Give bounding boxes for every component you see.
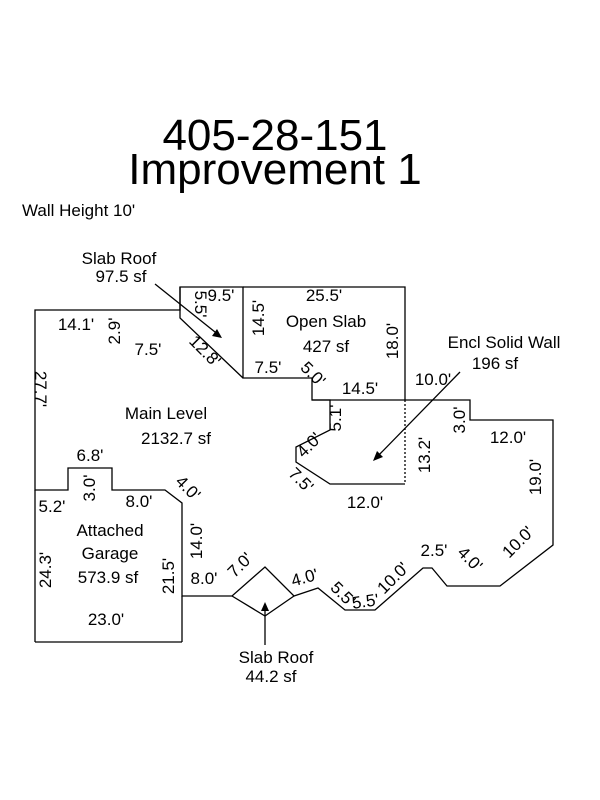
encl-solid-wall-area: 196 sf: [472, 354, 519, 373]
dim-label: 14.0': [187, 523, 206, 559]
slab-roof-top-name: Slab Roof: [82, 249, 157, 268]
dim-label: 14.1': [58, 315, 94, 334]
dim-label: 23.0': [88, 610, 124, 629]
dim-label: 4.0': [293, 429, 325, 461]
dim-label: 14.5': [342, 379, 378, 398]
garage-name-line-2: Garage: [82, 544, 139, 563]
dim-label: 7.5': [285, 464, 317, 496]
encl-solid-wall-outline: [295, 399, 405, 485]
dim-label: 3.0': [80, 475, 99, 502]
dim-label: 8.0': [126, 492, 153, 511]
slab-roof-top-area: 97.5 sf: [95, 267, 146, 286]
dim-label: 7.5': [135, 340, 162, 359]
bottom-slab-roof-outline: [231, 595, 295, 617]
dim-label: 25.5': [306, 286, 342, 305]
dim-label: 24.3': [36, 552, 55, 588]
encl-solid-wall-name: Encl Solid Wall: [448, 333, 561, 352]
slab-roof-top-arrowhead: [212, 329, 222, 338]
open-slab-area: 427 sf: [303, 337, 350, 356]
dim-label: 5.2': [39, 497, 66, 516]
improvement-title: Improvement 1: [128, 145, 421, 194]
dim-label: 5.0': [297, 358, 329, 390]
main-level-area: 2132.7 sf: [141, 429, 211, 448]
dim-label: 14.5': [249, 300, 268, 336]
dim-label: 10.0': [499, 523, 538, 562]
garage-name-line-1: Attached: [76, 521, 143, 540]
open-slab-name: Open Slab: [286, 312, 366, 331]
dim-label: 10.0': [415, 370, 451, 389]
dim-label: 2.5': [421, 541, 448, 560]
encl-leader: [375, 371, 461, 459]
garage-area: 573.9 sf: [78, 568, 139, 587]
main-level-name: Main Level: [125, 404, 207, 423]
dim-label: 12.0': [490, 428, 526, 447]
open-slab-outline: [243, 286, 406, 400]
dim-label: 19.0': [526, 459, 545, 495]
slab-roof-bottom-arrowhead: [261, 602, 269, 611]
dim-label: 18.0': [383, 323, 402, 359]
wall-height-label: Wall Height 10': [22, 201, 135, 220]
dim-label: 5.5': [351, 590, 380, 613]
dim-label: 10.0': [374, 559, 413, 598]
dim-label: 4.0': [289, 565, 320, 590]
main-level-outline: [34, 286, 554, 611]
slab-roof-bottom-area: 44.2 sf: [245, 667, 296, 686]
dim-label: 6.8': [77, 446, 104, 465]
dim-label: 5.5': [191, 291, 210, 318]
slab-roof-top-outline: [179, 287, 244, 379]
dim-label: 27.7': [31, 371, 50, 407]
dim-label: 21.5': [159, 558, 178, 594]
dim-label: 2.9': [105, 318, 124, 345]
dim-label: 13.2': [415, 437, 434, 473]
parcel-number-title: 405-28-151: [162, 111, 387, 160]
encl-arrowhead: [373, 451, 383, 461]
dim-label: 8.0': [191, 569, 218, 588]
dim-label: 7.0': [224, 549, 256, 581]
dim-label: 4.0': [454, 543, 486, 575]
dim-label: 7.5': [255, 358, 282, 377]
slab-roof-bottom-name: Slab Roof: [239, 648, 314, 667]
slab-roof-top-leader: [154, 283, 221, 337]
dim-label: 12.8': [185, 332, 224, 371]
dim-label: 5.1': [326, 405, 345, 432]
dim-label: 9.5': [208, 286, 235, 305]
dim-label: 12.0': [347, 493, 383, 512]
dim-label: 3.0': [450, 407, 469, 434]
